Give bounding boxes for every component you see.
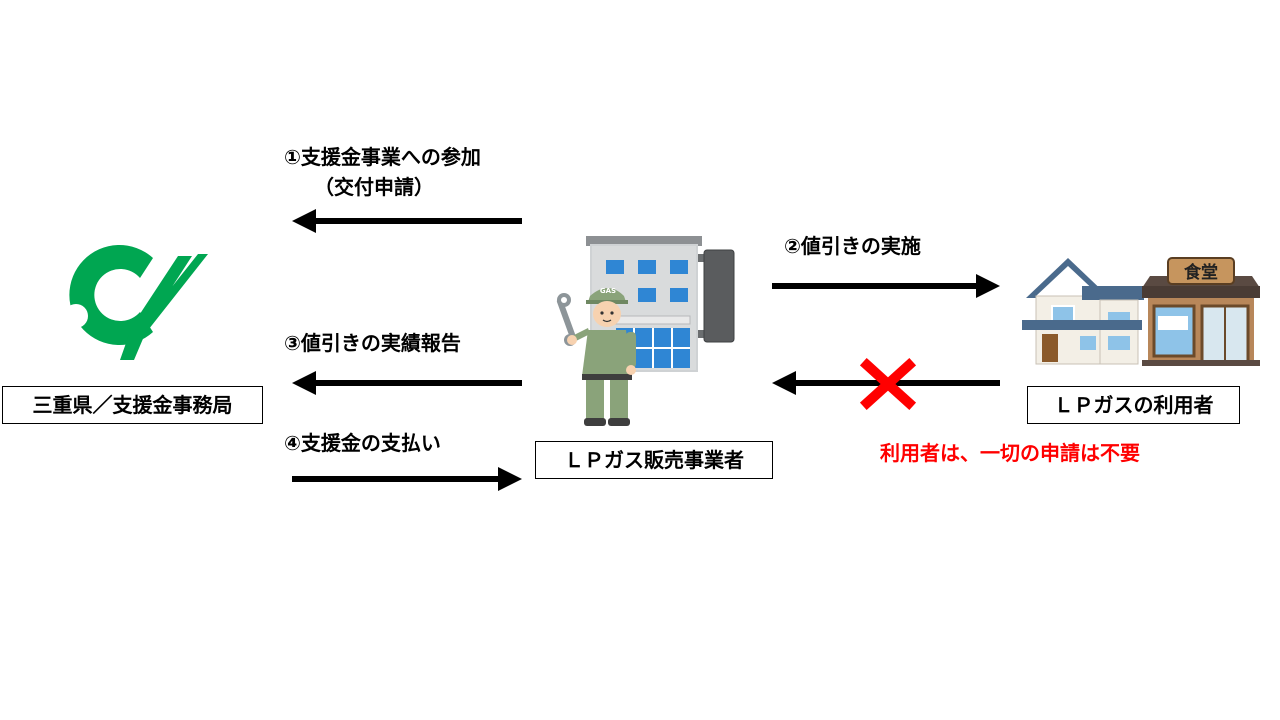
- gas-users-box: ＬＰガスの利用者: [1027, 386, 1240, 424]
- no-application-note: 利用者は、一切の申請は不要: [880, 441, 1140, 465]
- step4-label: ④支援金の支払い: [284, 431, 441, 455]
- step2-label: ②値引きの実施: [784, 234, 921, 258]
- shop-icon: 食堂: [1142, 257, 1260, 366]
- prefecture-office-box: 三重県／支援金事務局: [2, 386, 263, 424]
- gas-seller-box: ＬＰガス販売事業者: [535, 441, 773, 479]
- step3-label: ③値引きの実績報告: [284, 331, 461, 355]
- step1-label: ①支援金事業への参加: [284, 145, 481, 169]
- gas-worker-icon: GAS: [556, 287, 636, 426]
- shop-sign-text: 食堂: [1184, 262, 1218, 283]
- step1-sub-label: （交付申請）: [314, 175, 434, 199]
- arrow-step2: [772, 274, 1000, 298]
- house-icon: [1022, 258, 1144, 365]
- prefecture-emblem-icon: [64, 245, 208, 360]
- cap-text: GAS: [600, 287, 616, 295]
- arrow-step4: [292, 467, 522, 491]
- cross-mark-icon: [859, 357, 917, 411]
- arrow-step1: [292, 209, 522, 233]
- arrow-step3: [292, 371, 522, 395]
